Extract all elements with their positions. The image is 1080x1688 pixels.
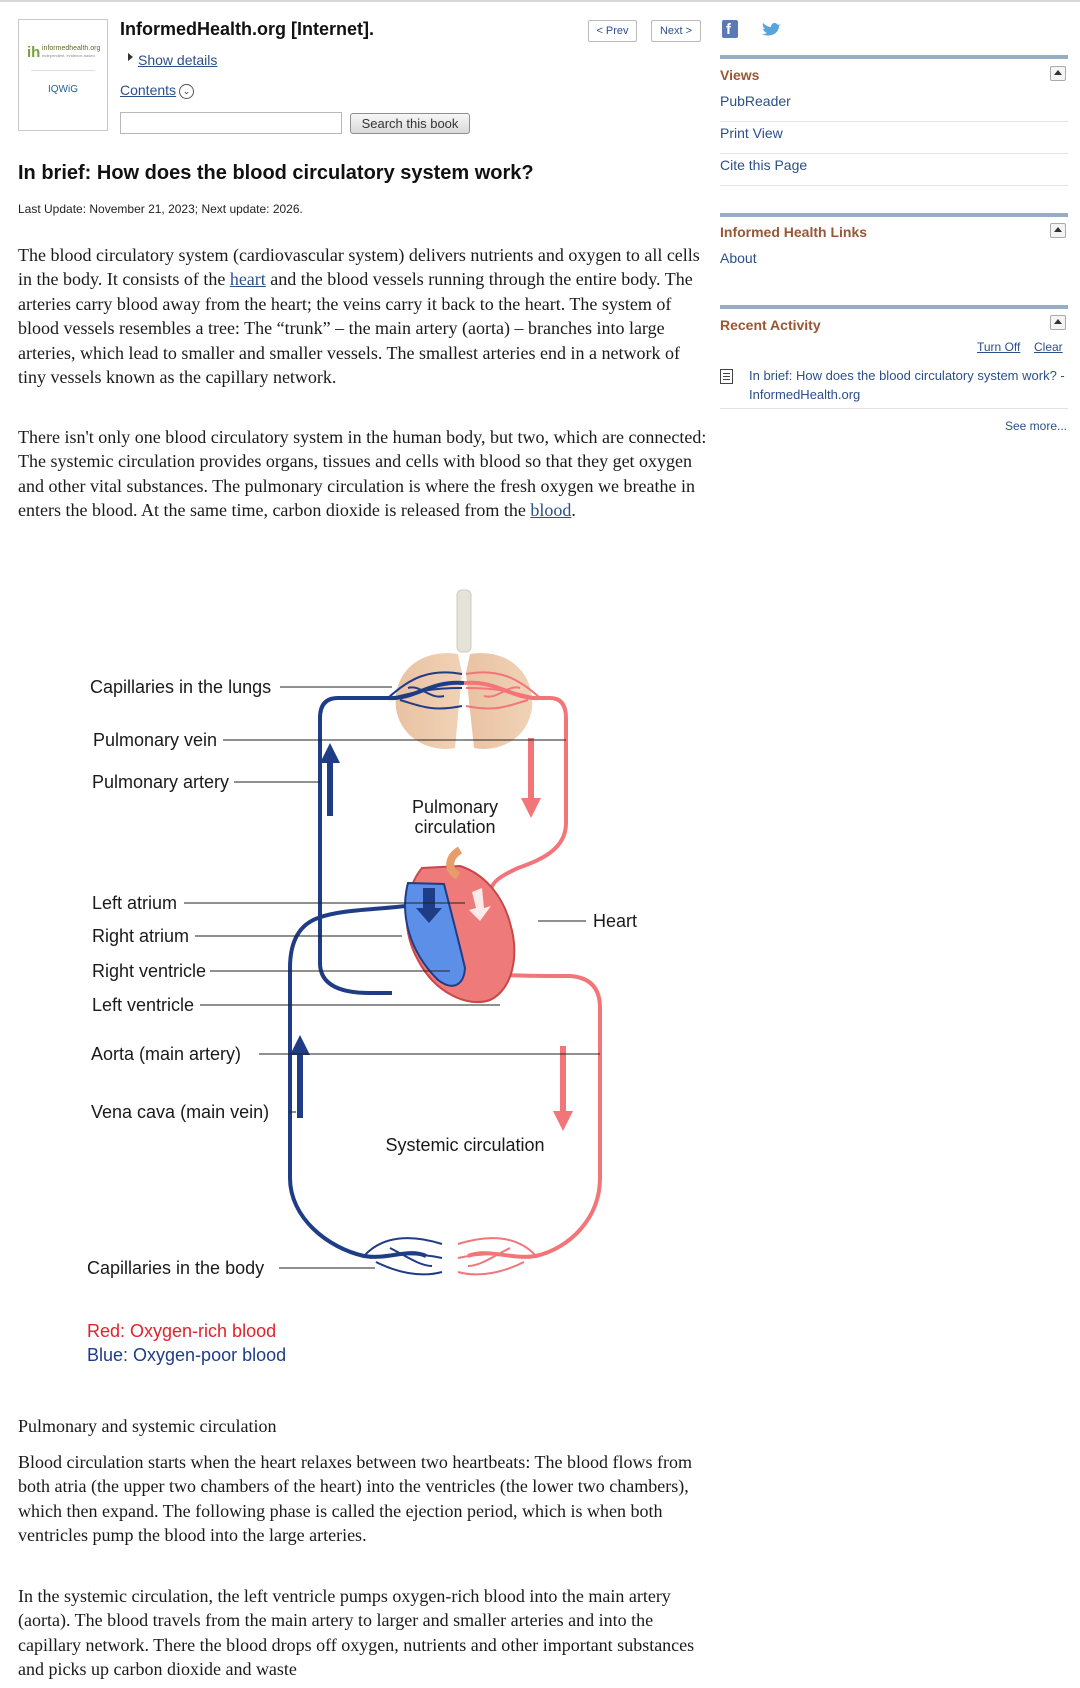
label-right-atrium: Right atrium [92,926,189,946]
label-heart: Heart [593,911,637,931]
recent-collapse-icon[interactable] [1050,315,1066,330]
recent-activity-item[interactable]: In brief: How does the blood circulatory… [749,368,1065,402]
label-right-ventricle: Right ventricle [92,961,206,981]
label-systemic-circulation: Systemic circulation [385,1135,544,1155]
label-pulmonary-vein: Pulmonary vein [93,730,217,750]
paragraph-1: The blood circulatory system (cardiovasc… [18,243,708,389]
about-link[interactable]: About [720,250,757,266]
body-capillaries [363,1237,537,1276]
pulmonary-loop-red [463,680,568,897]
book-logo[interactable]: ih informedhealth.org Independent, evide… [18,19,108,131]
paragraph-4: In the systemic circulation, the left ve… [18,1586,695,1680]
circulation-diagram: Capillaries in the lungs Pulmonary vein … [87,589,637,1365]
contents-link[interactable]: Contents [120,82,177,98]
turn-off-link[interactable]: Turn Off [977,340,1021,354]
figure-caption: Pulmonary and systemic circulation [18,1416,277,1436]
views-collapse-icon[interactable] [1050,66,1066,81]
facebook-glyph: f [726,21,731,38]
links-title: Informed Health Links [720,224,868,240]
p1-text-b: and the blood vessels running through th… [18,269,693,388]
arrow-down-icon [553,1046,573,1131]
search-book-input[interactable] [120,112,342,134]
see-more-link[interactable]: See more... [1004,419,1067,433]
arrow-up-icon [290,1035,310,1118]
views-bar [720,55,1068,59]
paragraph-3: Blood circulation starts when the heart … [18,1452,692,1546]
recent-divider [720,408,1068,409]
arrow-up-icon [320,743,340,816]
book-title: InformedHealth.org [Internet]. [120,19,375,39]
systemic-loop-blue [288,904,427,1259]
contents-menu[interactable]: Contents⌄ [120,82,195,99]
twitter-icon[interactable] [762,22,782,36]
heart-illustration [404,846,516,1004]
next-button[interactable]: Next > [651,20,701,42]
cite-page-link[interactable]: Cite this Page [720,154,1068,186]
facebook-icon[interactable]: f [722,20,738,38]
links-collapse-icon[interactable] [1050,223,1066,238]
views-title: Views [720,67,760,83]
article-title: In brief: How does the blood circulatory… [18,162,534,184]
paragraph-2: There isn't only one blood circulatory s… [18,425,708,523]
legend-red: Red: Oxygen-rich blood [87,1321,276,1341]
ih-logo-subtext: Independent, evidence-based [42,53,95,58]
document-icon [720,369,733,384]
arrow-down-icon [521,738,541,818]
label-left-atrium: Left atrium [92,893,177,913]
p1-text-a: The blood circulatory system (cardiovasc… [18,245,700,290]
heart-link[interactable]: heart [229,269,266,290]
recent-title: Recent Activity [720,317,821,333]
label-capillaries-lungs: Capillaries in the lungs [90,677,271,697]
recent-bar [720,305,1068,309]
label-left-ventricle: Left ventricle [92,995,194,1015]
search-book-button[interactable]: Search this book [350,113,470,134]
lungs-illustration [395,589,533,749]
label-aorta: Aorta (main artery) [91,1044,241,1064]
logo-divider [31,70,95,71]
disclosure-triangle-icon [128,53,133,61]
label-pulmonary-circulation-1: Pulmonary [412,797,498,817]
pubreader-link[interactable]: PubReader [720,90,1068,122]
label-pulmonary-artery: Pulmonary artery [92,772,229,792]
ih-logo-text: informedhealth.org [42,45,101,52]
print-view-link[interactable]: Print View [720,122,1068,154]
clear-link[interactable]: Clear [1034,340,1063,354]
p2-text-b: . [571,500,576,521]
lung-capillaries [387,671,541,710]
label-vena-cava: Vena cava (main vein) [91,1102,269,1122]
legend-blue: Blue: Oxygen-poor blood [87,1345,286,1365]
iqwig-logo: IQWiG [48,84,78,95]
leader-lines [184,686,600,1269]
links-bar [720,213,1068,217]
prev-button[interactable]: < Prev [588,20,637,42]
ih-logo-mark: ih [27,44,41,61]
informedhealth-logo: ih informedhealth.org Independent, evide… [25,42,101,62]
label-capillaries-body: Capillaries in the body [87,1258,264,1278]
blood-link[interactable]: blood [530,500,572,521]
top-border [0,0,1080,2]
systemic-loop-red [467,971,602,1259]
p2-text-a: There isn't only one blood circulatory s… [18,427,707,521]
chevron-down-icon[interactable]: ⌄ [179,83,195,99]
label-pulmonary-circulation-2: circulation [414,817,495,837]
last-update: Last Update: November 21, 2023; Next upd… [18,202,303,216]
show-details-link[interactable]: Show details [138,52,218,68]
